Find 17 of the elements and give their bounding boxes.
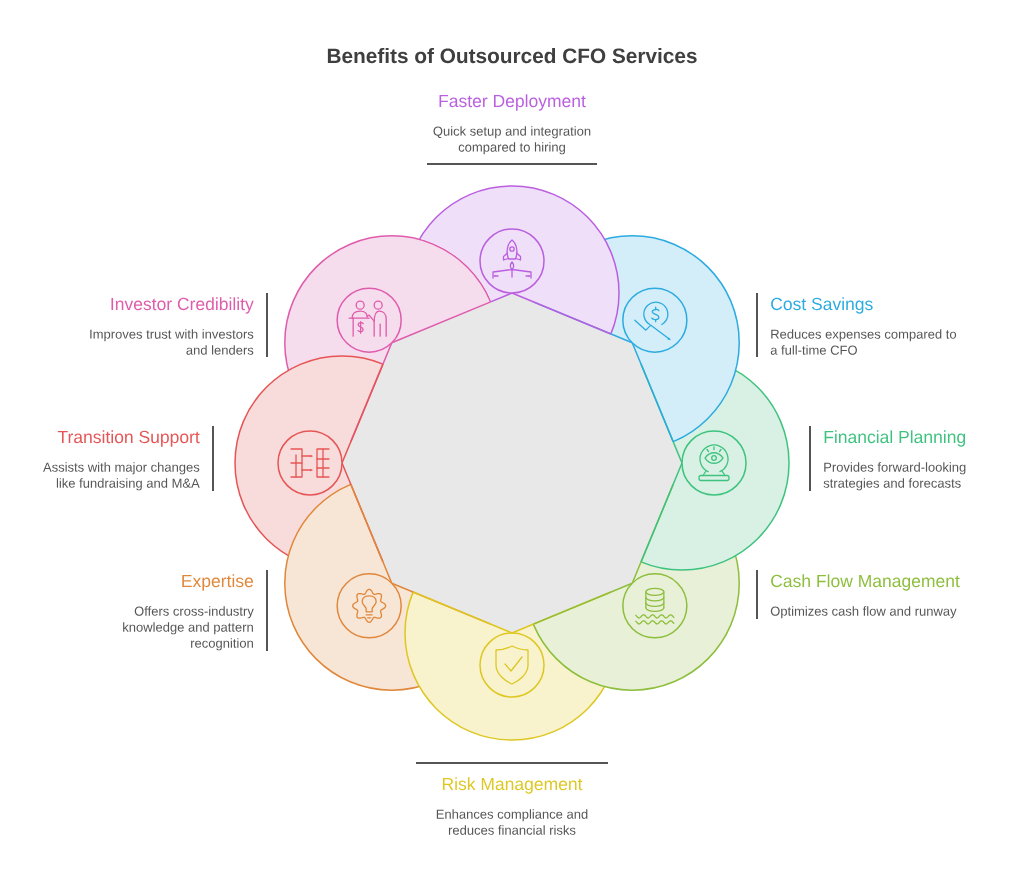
heading: Cash Flow Management	[771, 574, 960, 591]
title: Benefits of Outsourced CFO Services	[327, 47, 697, 64]
heading: Financial Planning	[824, 430, 966, 447]
heading: Investor Credibility	[111, 297, 254, 314]
description: Enhances compliance and reduces financial risks	[436, 809, 588, 835]
description: Optimizes cash flow and runway	[770, 606, 957, 619]
description: Assists with major changes like fundraising and M&A	[43, 462, 200, 491]
heading: Cost Savings	[771, 297, 873, 314]
description: Reduces expenses compared to a full-time CFO	[770, 329, 957, 355]
heading: Risk Management	[442, 777, 583, 794]
heading: Transition Support	[57, 430, 200, 447]
description: Quick setup and integration compared to hiring	[433, 126, 591, 155]
heading: Expertise	[182, 574, 253, 591]
description: Offers cross-industry knowledge and pattern recognition	[123, 606, 254, 651]
description: Improves trust with investors and lenders	[90, 329, 254, 355]
description: Provides forward-looking strategies and forecasts	[823, 462, 966, 491]
heading: Faster Deployment	[439, 94, 586, 111]
